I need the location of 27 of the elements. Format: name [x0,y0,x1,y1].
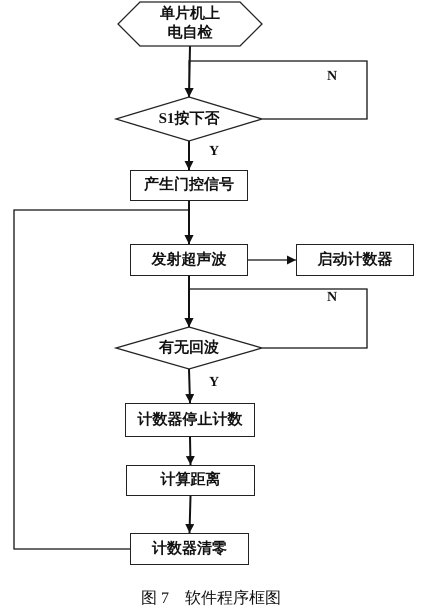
process-box [296,244,414,276]
arrow [13,209,194,550]
node-text: 发射超声波 [152,250,226,270]
process-box [126,465,255,496]
node-text: S1按下否 [158,110,220,128]
node-text: 计数器清零 [152,540,227,558]
arrow [184,60,368,120]
process-box [125,403,255,437]
node-text: 计数器停止计数 [138,410,242,430]
node-text: 启动计数器 [318,250,392,270]
node-text: 产生门控信号 [144,176,234,195]
arrow [185,368,194,404]
node-text: 单片机上电自检 [159,5,221,43]
arrow [185,496,194,534]
node-text: 计算距离 [160,471,220,490]
process-box [130,170,248,201]
arrow [184,288,368,349]
decision-diamond [116,97,262,141]
arrow [186,436,195,466]
arrow [184,141,194,170]
process-box [130,533,249,565]
figure-caption: 图 7 软件程序框图 [140,588,282,609]
node-text: 有无回波 [159,338,219,358]
arrow [248,256,296,264]
start-hexagon [118,2,262,46]
decision-diamond [116,327,262,369]
process-box [130,244,248,276]
